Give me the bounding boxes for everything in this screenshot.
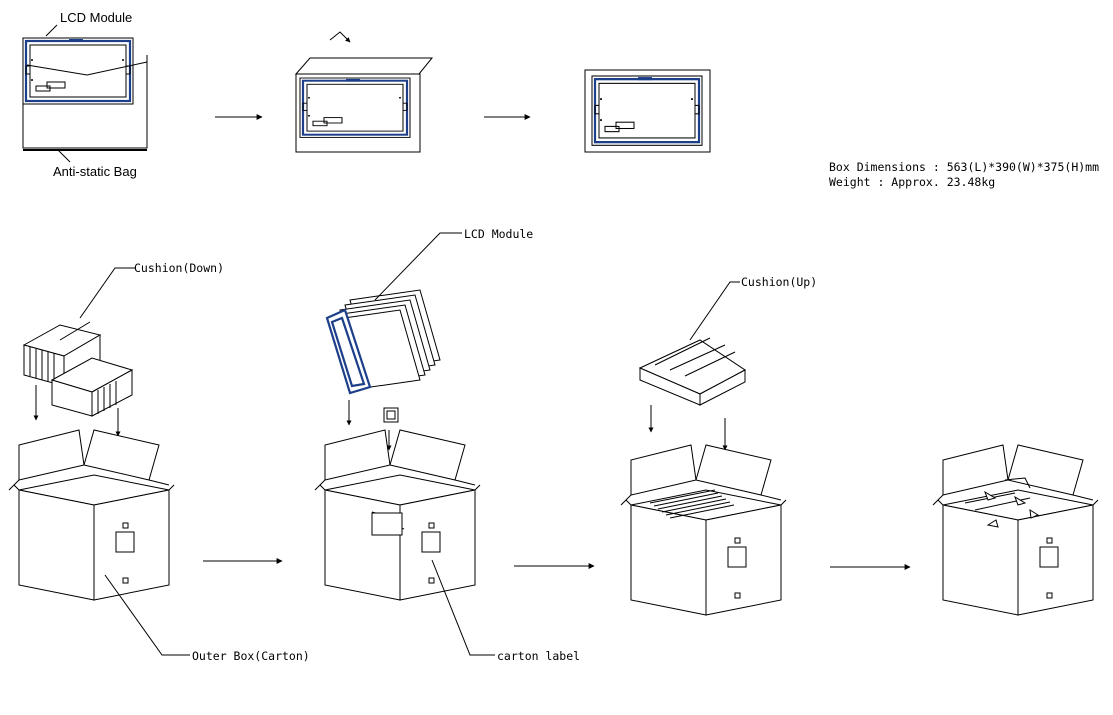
carton-label-leader: [431, 559, 495, 656]
outer-box: [8, 429, 175, 601]
box-weight: Weight : Approx. 23.48kg: [829, 175, 995, 189]
modules-in-box: [371, 511, 405, 536]
cushion-up: [638, 337, 746, 406]
lcd-module-label: LCD Module: [60, 10, 132, 25]
carton-label-sticker: [383, 407, 399, 423]
cushion-down-label: Cushion(Down): [134, 261, 224, 275]
bag-folding-step: [294, 31, 434, 153]
lcd-module-leader: [45, 24, 58, 37]
outer-box-label: Outer Box(Carton): [192, 649, 310, 663]
cushion-up-leader: [689, 281, 740, 341]
anti-static-bag-label: Anti-static Bag: [53, 164, 137, 179]
outer-box-leader: [104, 574, 190, 656]
closed-box: [932, 444, 1099, 616]
closing-flaps: [964, 477, 1040, 528]
anti-static-bag-leader: [57, 149, 71, 163]
cushion-down: [22, 321, 134, 417]
bagged-module: [584, 69, 711, 153]
cushion-down-leader: [79, 267, 135, 319]
carton-label-text: carton label: [497, 649, 580, 663]
cushion-up-label: Cushion(Up): [741, 275, 817, 289]
module-in-bag: [21, 36, 148, 151]
lcd-module-stack-label: LCD Module: [464, 227, 533, 241]
outer-box: [620, 444, 787, 616]
lcd-module-stack: [325, 289, 441, 395]
modules-packed: [649, 489, 735, 519]
box-dimensions: Box Dimensions : 563(L)*390(W)*375(H)mm: [829, 160, 1099, 174]
stack-leader: [374, 232, 462, 301]
